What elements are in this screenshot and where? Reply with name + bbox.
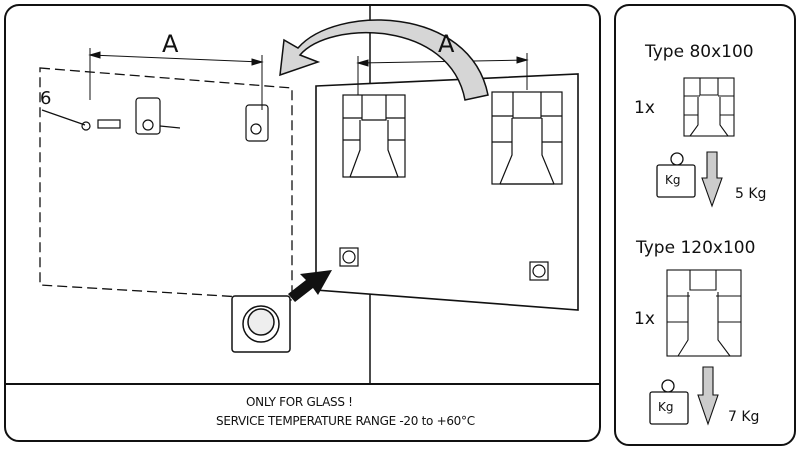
dimension-label-right: A bbox=[438, 30, 455, 58]
wall-outline bbox=[39, 67, 293, 301]
glass-bumper-right bbox=[529, 261, 549, 281]
dimension-label-left: A bbox=[162, 30, 179, 58]
side-holder-80x100 bbox=[683, 77, 735, 137]
main-frame bbox=[4, 4, 601, 442]
rotate-arrow bbox=[279, 19, 489, 101]
holder-80x100 bbox=[342, 94, 406, 178]
weight-icon-label: Kg bbox=[665, 173, 681, 187]
max-load-label: 7 Kg bbox=[728, 409, 760, 425]
holder-120x100 bbox=[491, 91, 563, 185]
weight-icon bbox=[649, 379, 689, 425]
glass-bumper-left bbox=[339, 247, 359, 267]
quantity-label: 1x bbox=[634, 309, 655, 329]
weight-icon bbox=[656, 152, 696, 198]
part-number-label: 6 bbox=[40, 88, 52, 109]
dimension-a-right bbox=[356, 53, 529, 95]
screw-anchor-assembly bbox=[41, 97, 269, 142]
bumper-detail bbox=[231, 295, 291, 353]
type-title: Type 80x100 bbox=[645, 42, 754, 62]
down-arrow-icon bbox=[701, 151, 723, 208]
max-load-label: 5 Kg bbox=[735, 186, 767, 202]
weight-icon-label: Kg bbox=[658, 400, 674, 414]
note-glass-only: ONLY FOR GLASS ! bbox=[246, 395, 353, 409]
side-frame bbox=[614, 4, 796, 446]
side-holder-120x100 bbox=[666, 269, 742, 357]
down-arrow-icon bbox=[697, 366, 719, 426]
dimension-a-left bbox=[88, 48, 264, 110]
pointer-arrow bbox=[288, 270, 332, 302]
note-temperature-range: SERVICE TEMPERATURE RANGE -20 to +60°C bbox=[216, 414, 475, 428]
type-title: Type 120x100 bbox=[636, 238, 756, 258]
quantity-label: 1x bbox=[634, 98, 655, 118]
